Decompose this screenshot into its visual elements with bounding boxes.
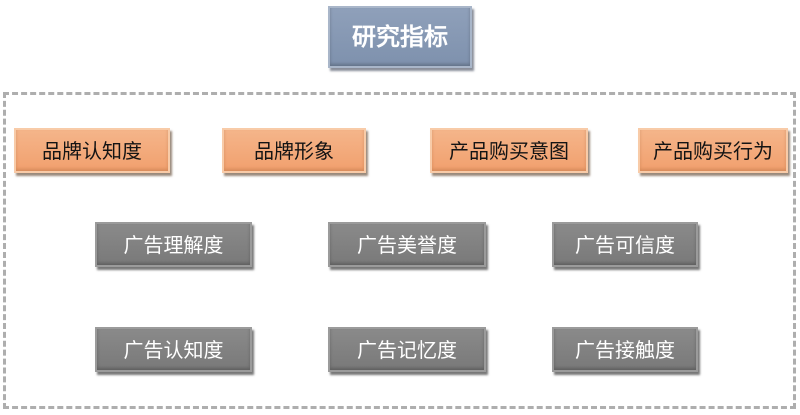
node-ad-reputation: 广告美誉度 bbox=[328, 222, 486, 267]
node-ad-credibility: 广告可信度 bbox=[552, 222, 698, 267]
node-brand-image: 品牌形象 bbox=[222, 128, 366, 173]
node-ad-exposure: 广告接触度 bbox=[552, 327, 698, 372]
title-label: 研究指标 bbox=[352, 22, 448, 51]
node-label: 广告接触度 bbox=[575, 337, 675, 362]
node-label: 广告理解度 bbox=[123, 232, 224, 257]
node-label: 品牌认知度 bbox=[42, 138, 142, 163]
title-node-research-indicators: 研究指标 bbox=[328, 6, 472, 68]
node-purchase-intent: 产品购买意图 bbox=[430, 128, 588, 173]
node-label: 广告美誉度 bbox=[357, 232, 457, 257]
node-purchase-behavior: 产品购买行为 bbox=[638, 128, 788, 173]
node-ad-comprehension: 广告理解度 bbox=[95, 222, 252, 267]
node-label: 广告认知度 bbox=[123, 337, 224, 362]
node-label: 产品购买意图 bbox=[449, 138, 569, 163]
dashed-group-frame bbox=[3, 92, 796, 409]
node-label: 品牌形象 bbox=[254, 138, 334, 163]
node-label: 广告可信度 bbox=[575, 232, 675, 257]
node-label: 广告记忆度 bbox=[357, 337, 457, 362]
node-ad-awareness: 广告认知度 bbox=[95, 327, 252, 372]
node-label: 产品购买行为 bbox=[653, 138, 773, 163]
node-brand-awareness: 品牌认知度 bbox=[14, 128, 170, 173]
node-ad-recall: 广告记忆度 bbox=[328, 327, 486, 372]
